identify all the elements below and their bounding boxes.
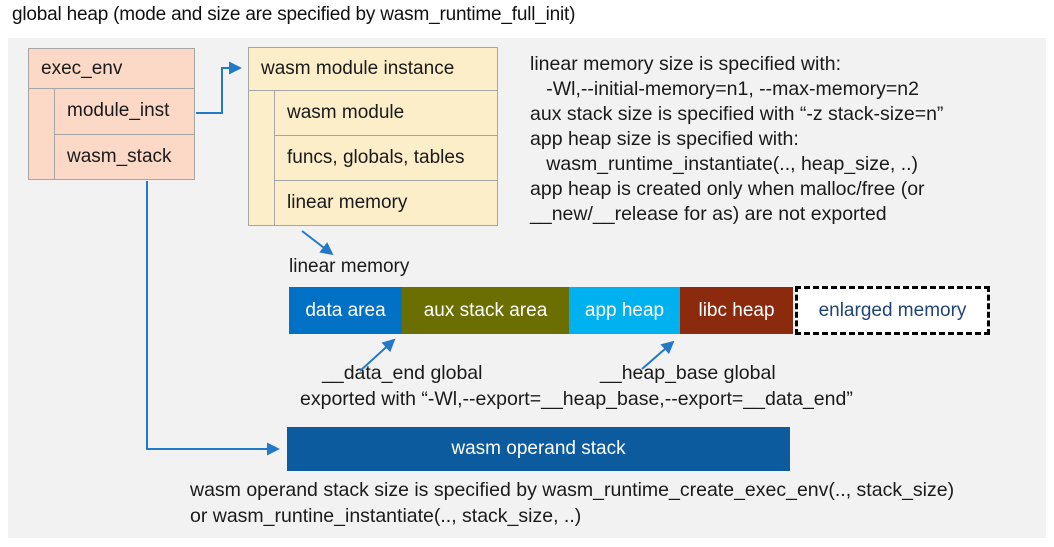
- linear-memory-label: linear memory: [289, 256, 410, 277]
- exec-env-box: exec_env module_inst wasm_stack: [28, 48, 195, 180]
- memory-size-notes: linear memory size is specified with: -W…: [530, 52, 943, 227]
- note-line: app heap size is specified with:: [530, 128, 799, 150]
- module-instance-row-wasm-module: wasm module: [274, 91, 497, 135]
- wasm-operand-stack-bar: wasm operand stack: [287, 427, 790, 471]
- note-line: wasm operand stack size is specified by …: [190, 479, 955, 501]
- note-line: -Wl,--initial-memory=n1, --max-memory=n2: [530, 78, 919, 100]
- exec-env-header: exec_env: [29, 49, 194, 89]
- note-line: app heap is created only when malloc/fre…: [530, 178, 925, 200]
- note-line: or wasm_runtine_instantiate(.., stack_si…: [190, 505, 582, 527]
- exec-env-row-wasm-stack: wasm_stack: [54, 133, 194, 179]
- data-end-global-label: __data_end global: [322, 362, 483, 384]
- module-instance-row-funcs-globals-tables: funcs, globals, tables: [274, 135, 497, 180]
- diagram-title: global heap (mode and size are specified…: [12, 4, 576, 25]
- segment-libc-heap: libc heap: [680, 287, 793, 334]
- heap-base-global-label: __heap_base global: [600, 362, 776, 384]
- module-instance-row-linear-memory: linear memory: [274, 180, 497, 225]
- exec-env-row-module-inst: module_inst: [54, 89, 194, 134]
- segment-data-area: data area: [289, 287, 402, 334]
- note-line: linear memory size is specified with:: [530, 53, 842, 75]
- note-line: aux stack size is specified with “-z sta…: [530, 103, 944, 125]
- operand-stack-notes: wasm operand stack size is specified by …: [190, 477, 954, 529]
- segment-aux-stack-area: aux stack area: [402, 287, 569, 334]
- note-line: __new/__release for as) are not exported: [530, 203, 887, 225]
- exported-with-label: exported with “-Wl,--export=__heap_base,…: [300, 388, 853, 410]
- module-instance-box: wasm module instance wasm module funcs, …: [248, 47, 498, 226]
- segment-enlarged-memory: enlarged memory: [795, 286, 990, 335]
- exec-env-rows: module_inst wasm_stack: [54, 89, 194, 179]
- note-line: wasm_runtime_instantiate(.., heap_size, …: [530, 153, 919, 175]
- module-instance-header: wasm module instance: [249, 48, 497, 91]
- segment-app-heap: app heap: [569, 287, 680, 334]
- module-instance-rows: wasm module funcs, globals, tables linea…: [274, 91, 497, 225]
